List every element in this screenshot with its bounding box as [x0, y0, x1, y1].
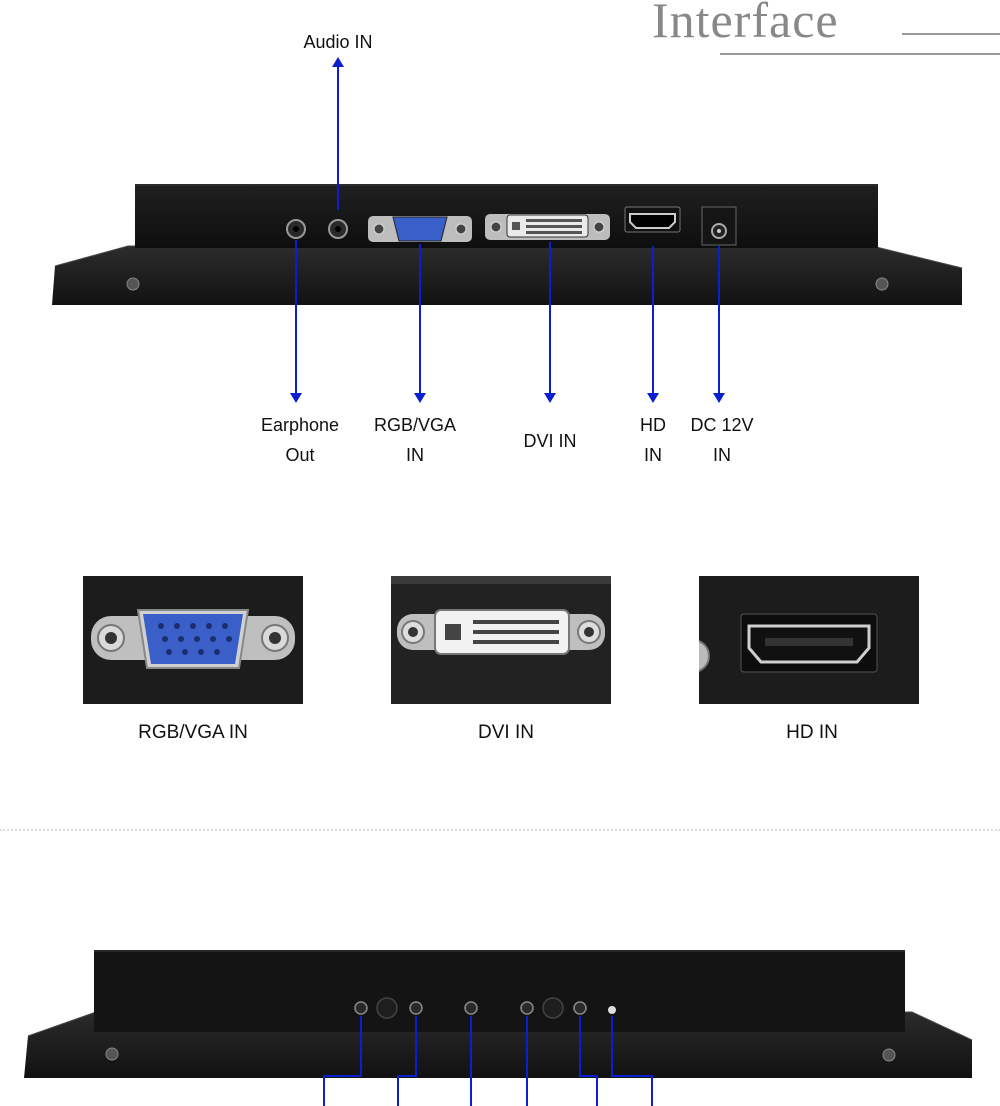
bottom-bezel: [24, 1012, 972, 1078]
title-rule-long: [720, 53, 1000, 55]
bottom-housing: [94, 950, 905, 1032]
earphone-out-label: Earphone Out: [246, 410, 354, 470]
hd-in-line2: IN: [644, 445, 662, 465]
hd-in-label: HD IN: [623, 410, 683, 470]
title-rule-short: [902, 33, 1000, 35]
section-divider: [0, 829, 1000, 831]
vga-port: [368, 216, 472, 242]
button-3: [464, 1001, 478, 1015]
power-led: [608, 1006, 616, 1014]
hd-in-line1: HD: [640, 415, 666, 435]
earphone-out-line2: Out: [285, 445, 315, 465]
screw-left: [126, 277, 140, 291]
button-leader-lines: [323, 1016, 653, 1106]
dc-in-line2: IN: [713, 445, 731, 465]
audio-in-label: Audio IN: [303, 32, 373, 52]
button-1: [354, 1001, 368, 1015]
button-4: [520, 1001, 534, 1015]
section-title: Interface: [652, 0, 839, 48]
rgb-vga-line2: IN: [406, 445, 424, 465]
dc-in-label: DC 12V IN: [676, 410, 768, 470]
bottom-screw-right: [882, 1048, 896, 1062]
dvi-in-label: DVI IN: [523, 431, 577, 451]
dc-in-line1: DC 12V: [690, 415, 754, 435]
dvi-port: [485, 214, 610, 240]
rgb-vga-line1: RGB/VGA: [373, 415, 457, 435]
dc-port: [701, 206, 737, 246]
dvi-caption: DVI IN: [478, 722, 534, 743]
vga-caption: RGB/VGA IN: [138, 722, 248, 743]
hdmi-port: [624, 206, 681, 233]
vga-closeup-photo: [83, 576, 303, 704]
monitor-bezel: [52, 245, 963, 305]
dvi-closeup-photo: [391, 576, 611, 704]
button-5: [573, 1001, 587, 1015]
rgb-vga-in-label: RGB/VGA IN: [360, 410, 470, 470]
rear-panel-diagram: [52, 57, 963, 403]
hd-caption: HD IN: [786, 722, 838, 743]
hd-closeup-photo: [699, 576, 919, 704]
earphone-out-line1: Earphone: [260, 415, 340, 435]
bottom-screw-left: [105, 1047, 119, 1061]
button-2: [409, 1001, 423, 1015]
screw-right: [875, 277, 889, 291]
